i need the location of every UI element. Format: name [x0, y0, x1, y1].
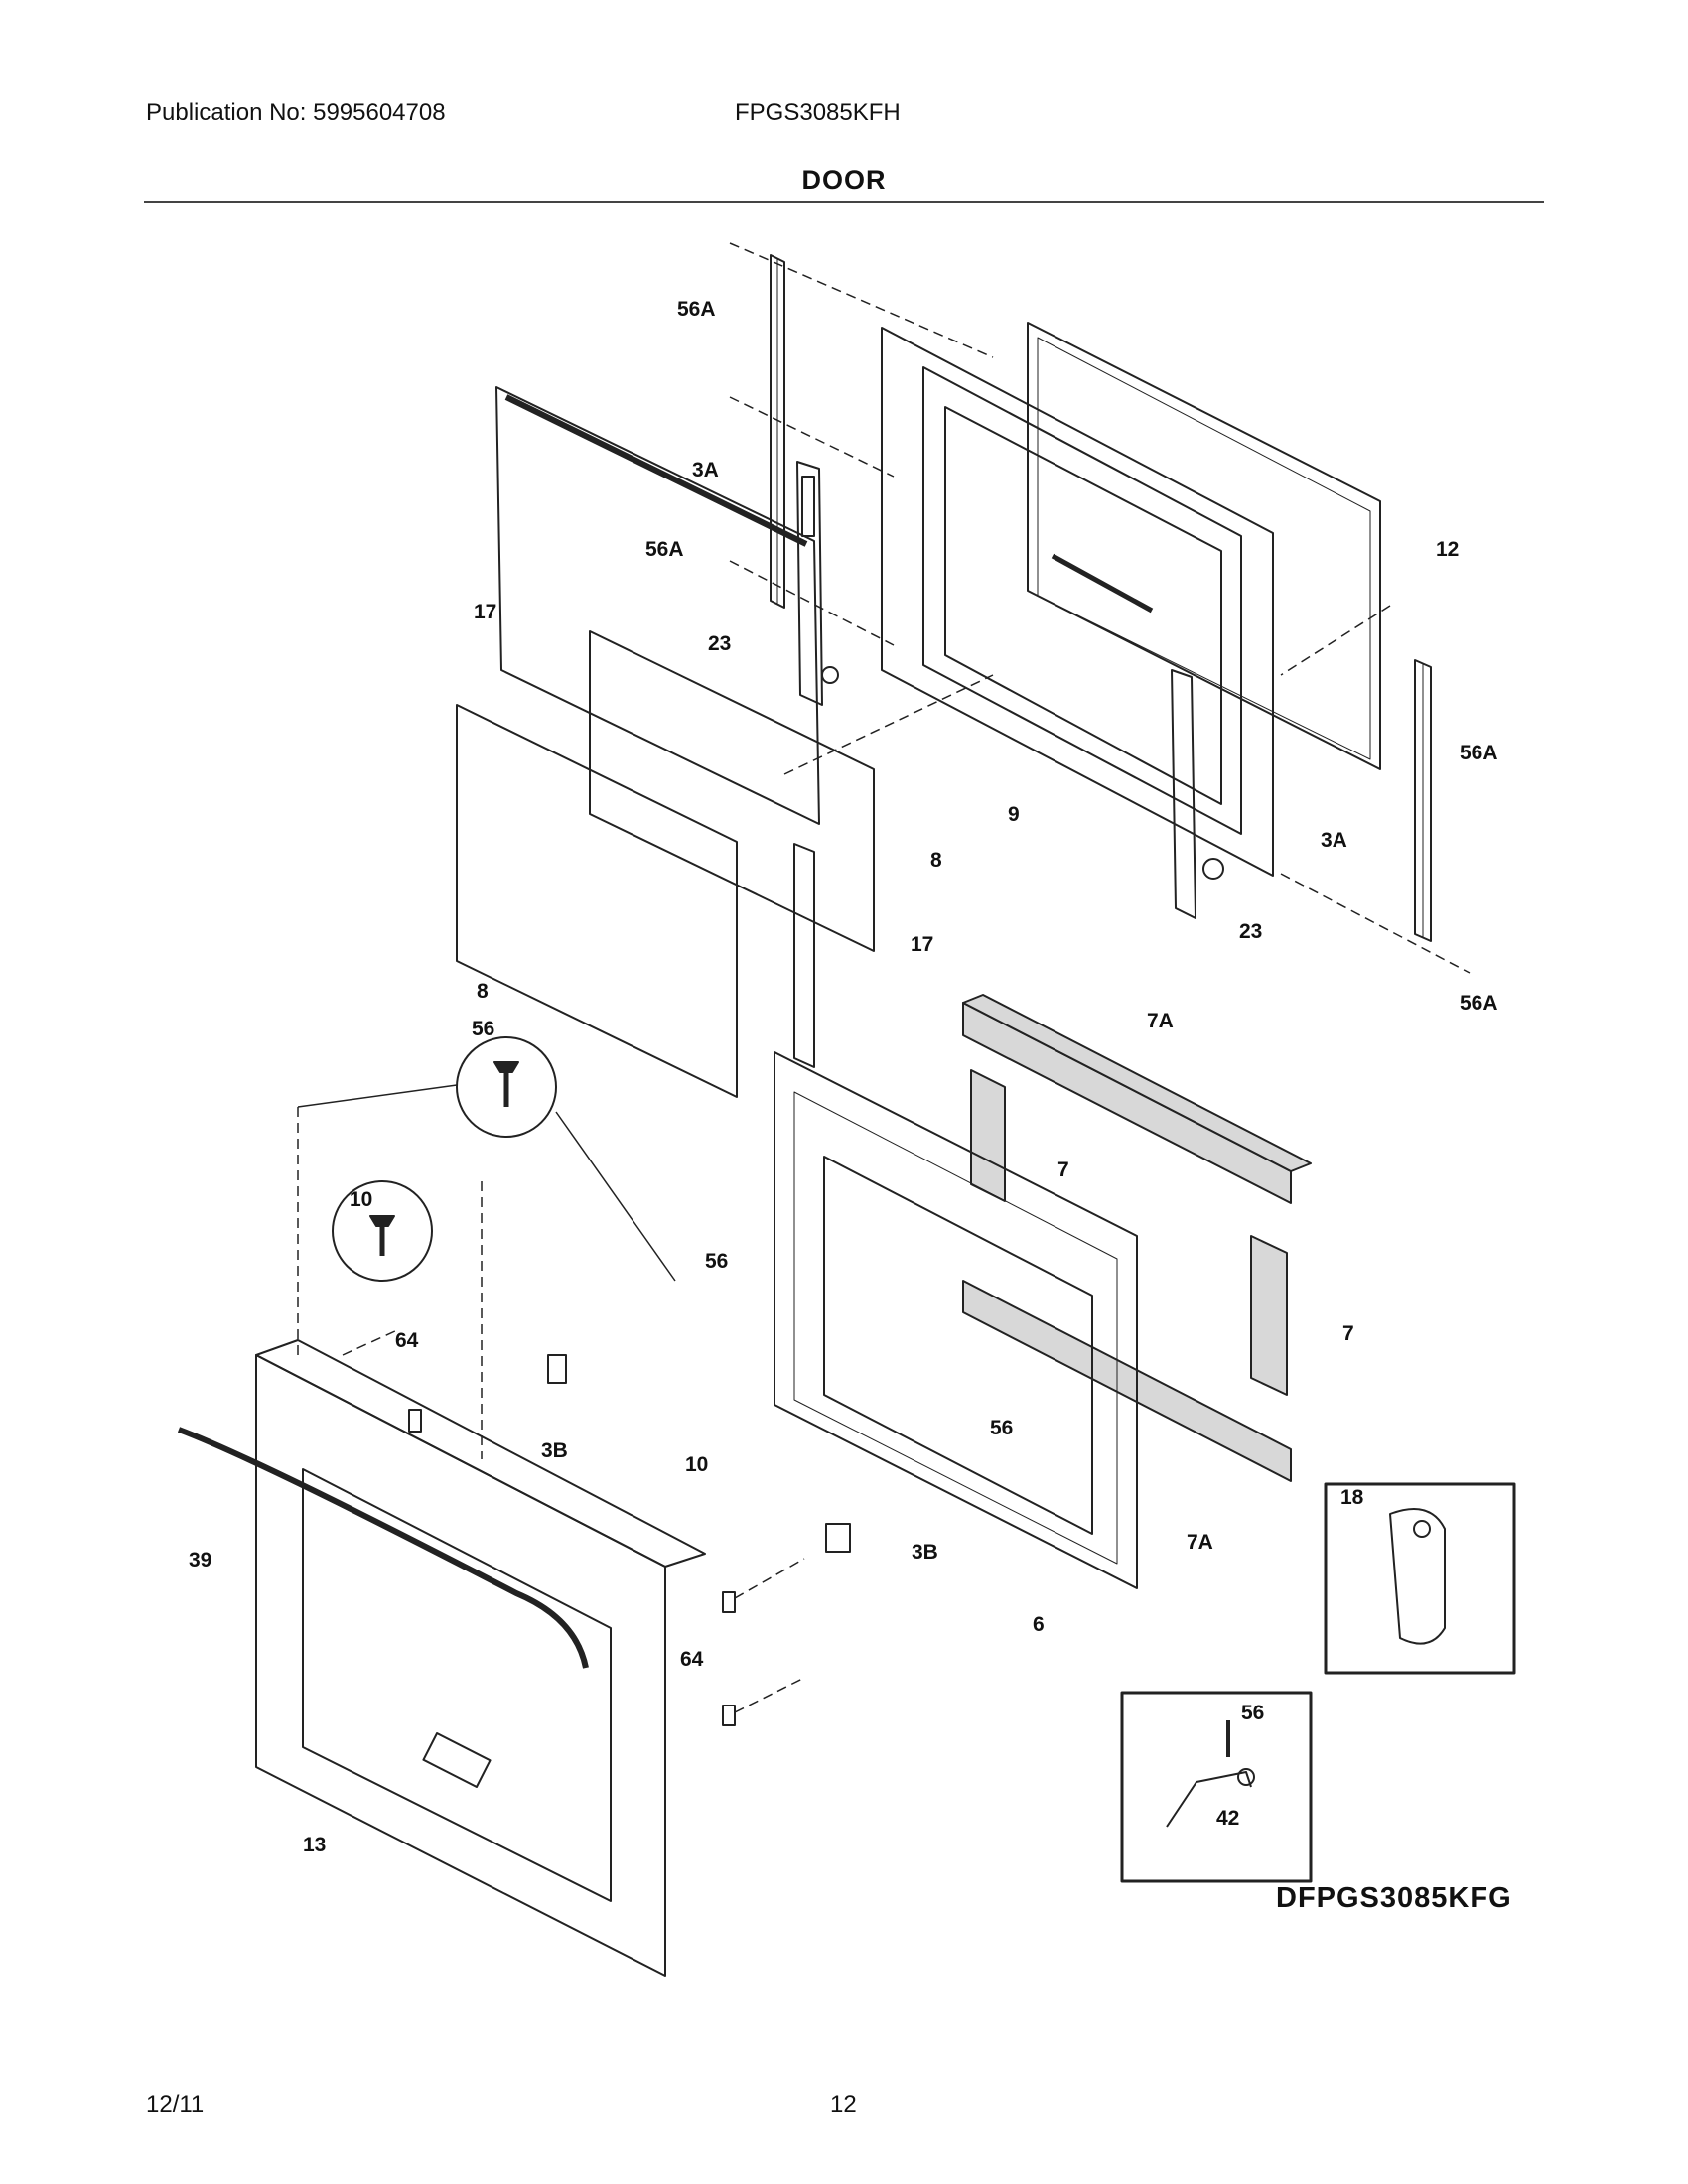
- glass-spacer-side: [793, 843, 815, 1068]
- door-liner: [774, 1051, 1138, 1589]
- callout-9: 9: [1008, 803, 1020, 826]
- clip-64-lower-a: [722, 1591, 736, 1613]
- callout-56: 56: [990, 1417, 1013, 1439]
- callout-3b: 3B: [541, 1439, 568, 1462]
- callout-56: 56: [472, 1018, 494, 1040]
- callout-8: 8: [477, 980, 489, 1003]
- callout-7a: 7A: [1147, 1010, 1174, 1032]
- outer-door: [255, 1339, 706, 1977]
- callout-13: 13: [303, 1834, 326, 1856]
- inner-door-panel: [881, 327, 1274, 877]
- inset-box-18: [1324, 1482, 1516, 1675]
- callout-3a: 3A: [692, 459, 719, 481]
- callout-64: 64: [680, 1648, 704, 1671]
- callout-17: 17: [911, 933, 933, 956]
- page-number: 12: [830, 2091, 857, 2117]
- door-handle: [177, 1427, 589, 1669]
- callout-56: 56: [1241, 1702, 1264, 1724]
- callout-labels: 56A 3A 56A 23 12 17 8 17 8 9 56A 3A 23 5…: [189, 298, 1498, 1856]
- window-glass-front: [456, 704, 738, 1098]
- callout-3b: 3B: [912, 1541, 938, 1564]
- screw-detail-56: [456, 1036, 557, 1138]
- window-glass-rear: [589, 630, 875, 952]
- callout-17: 17: [474, 601, 496, 623]
- hinge-channel-right: [1414, 659, 1432, 942]
- callout-56a: 56A: [677, 298, 716, 321]
- callout-10: 10: [685, 1453, 708, 1476]
- insulation-bottom: [962, 1280, 1292, 1482]
- callout-7: 7: [1057, 1159, 1069, 1181]
- callout-18: 18: [1340, 1486, 1364, 1509]
- model-number: FPGS3085KFH: [735, 99, 901, 126]
- assembly-guide-lines: [297, 242, 1471, 1713]
- publication-number: Publication No: 5995604708: [146, 99, 446, 126]
- hinge-left: [796, 461, 839, 706]
- callout-7: 7: [1342, 1322, 1354, 1345]
- header-divider: [144, 201, 1544, 203]
- hinge-channel-left: [770, 254, 785, 609]
- glass-spacer-top: [495, 386, 820, 825]
- callout-leaders: [297, 1084, 676, 1282]
- bracket-3b-upper: [547, 1354, 567, 1384]
- insulation-right: [1250, 1235, 1288, 1396]
- callout-42: 42: [1216, 1807, 1239, 1830]
- diagram-code: DFPGS3085KFG: [1276, 1882, 1512, 1914]
- callout-3a: 3A: [1321, 829, 1347, 852]
- footer-date: 12/11: [146, 2091, 205, 2117]
- callout-39: 39: [189, 1549, 211, 1571]
- callout-56a: 56A: [645, 538, 684, 561]
- door-gasket-frame: [1027, 322, 1381, 770]
- insulation-top: [962, 994, 1312, 1204]
- callout-8: 8: [930, 849, 942, 872]
- callout-12: 12: [1436, 538, 1459, 561]
- callout-56a: 56A: [1460, 992, 1498, 1015]
- clip-64: [408, 1409, 422, 1433]
- callout-7a: 7A: [1187, 1531, 1213, 1554]
- bracket-3b-lower: [825, 1523, 851, 1553]
- clip-64-lower-b: [722, 1705, 736, 1726]
- callout-23: 23: [1239, 920, 1262, 943]
- callout-23: 23: [708, 632, 731, 655]
- callout-56a: 56A: [1460, 742, 1498, 764]
- callout-6: 6: [1033, 1613, 1045, 1636]
- inset-box-42: [1120, 1691, 1313, 1883]
- screw-detail-10: [332, 1180, 433, 1282]
- page-title: DOOR: [801, 165, 887, 195]
- callout-64: 64: [395, 1329, 419, 1352]
- hinge-right: [1171, 669, 1224, 919]
- callout-56: 56: [705, 1250, 728, 1273]
- callout-10: 10: [350, 1188, 372, 1211]
- insulation-left: [970, 1069, 1006, 1202]
